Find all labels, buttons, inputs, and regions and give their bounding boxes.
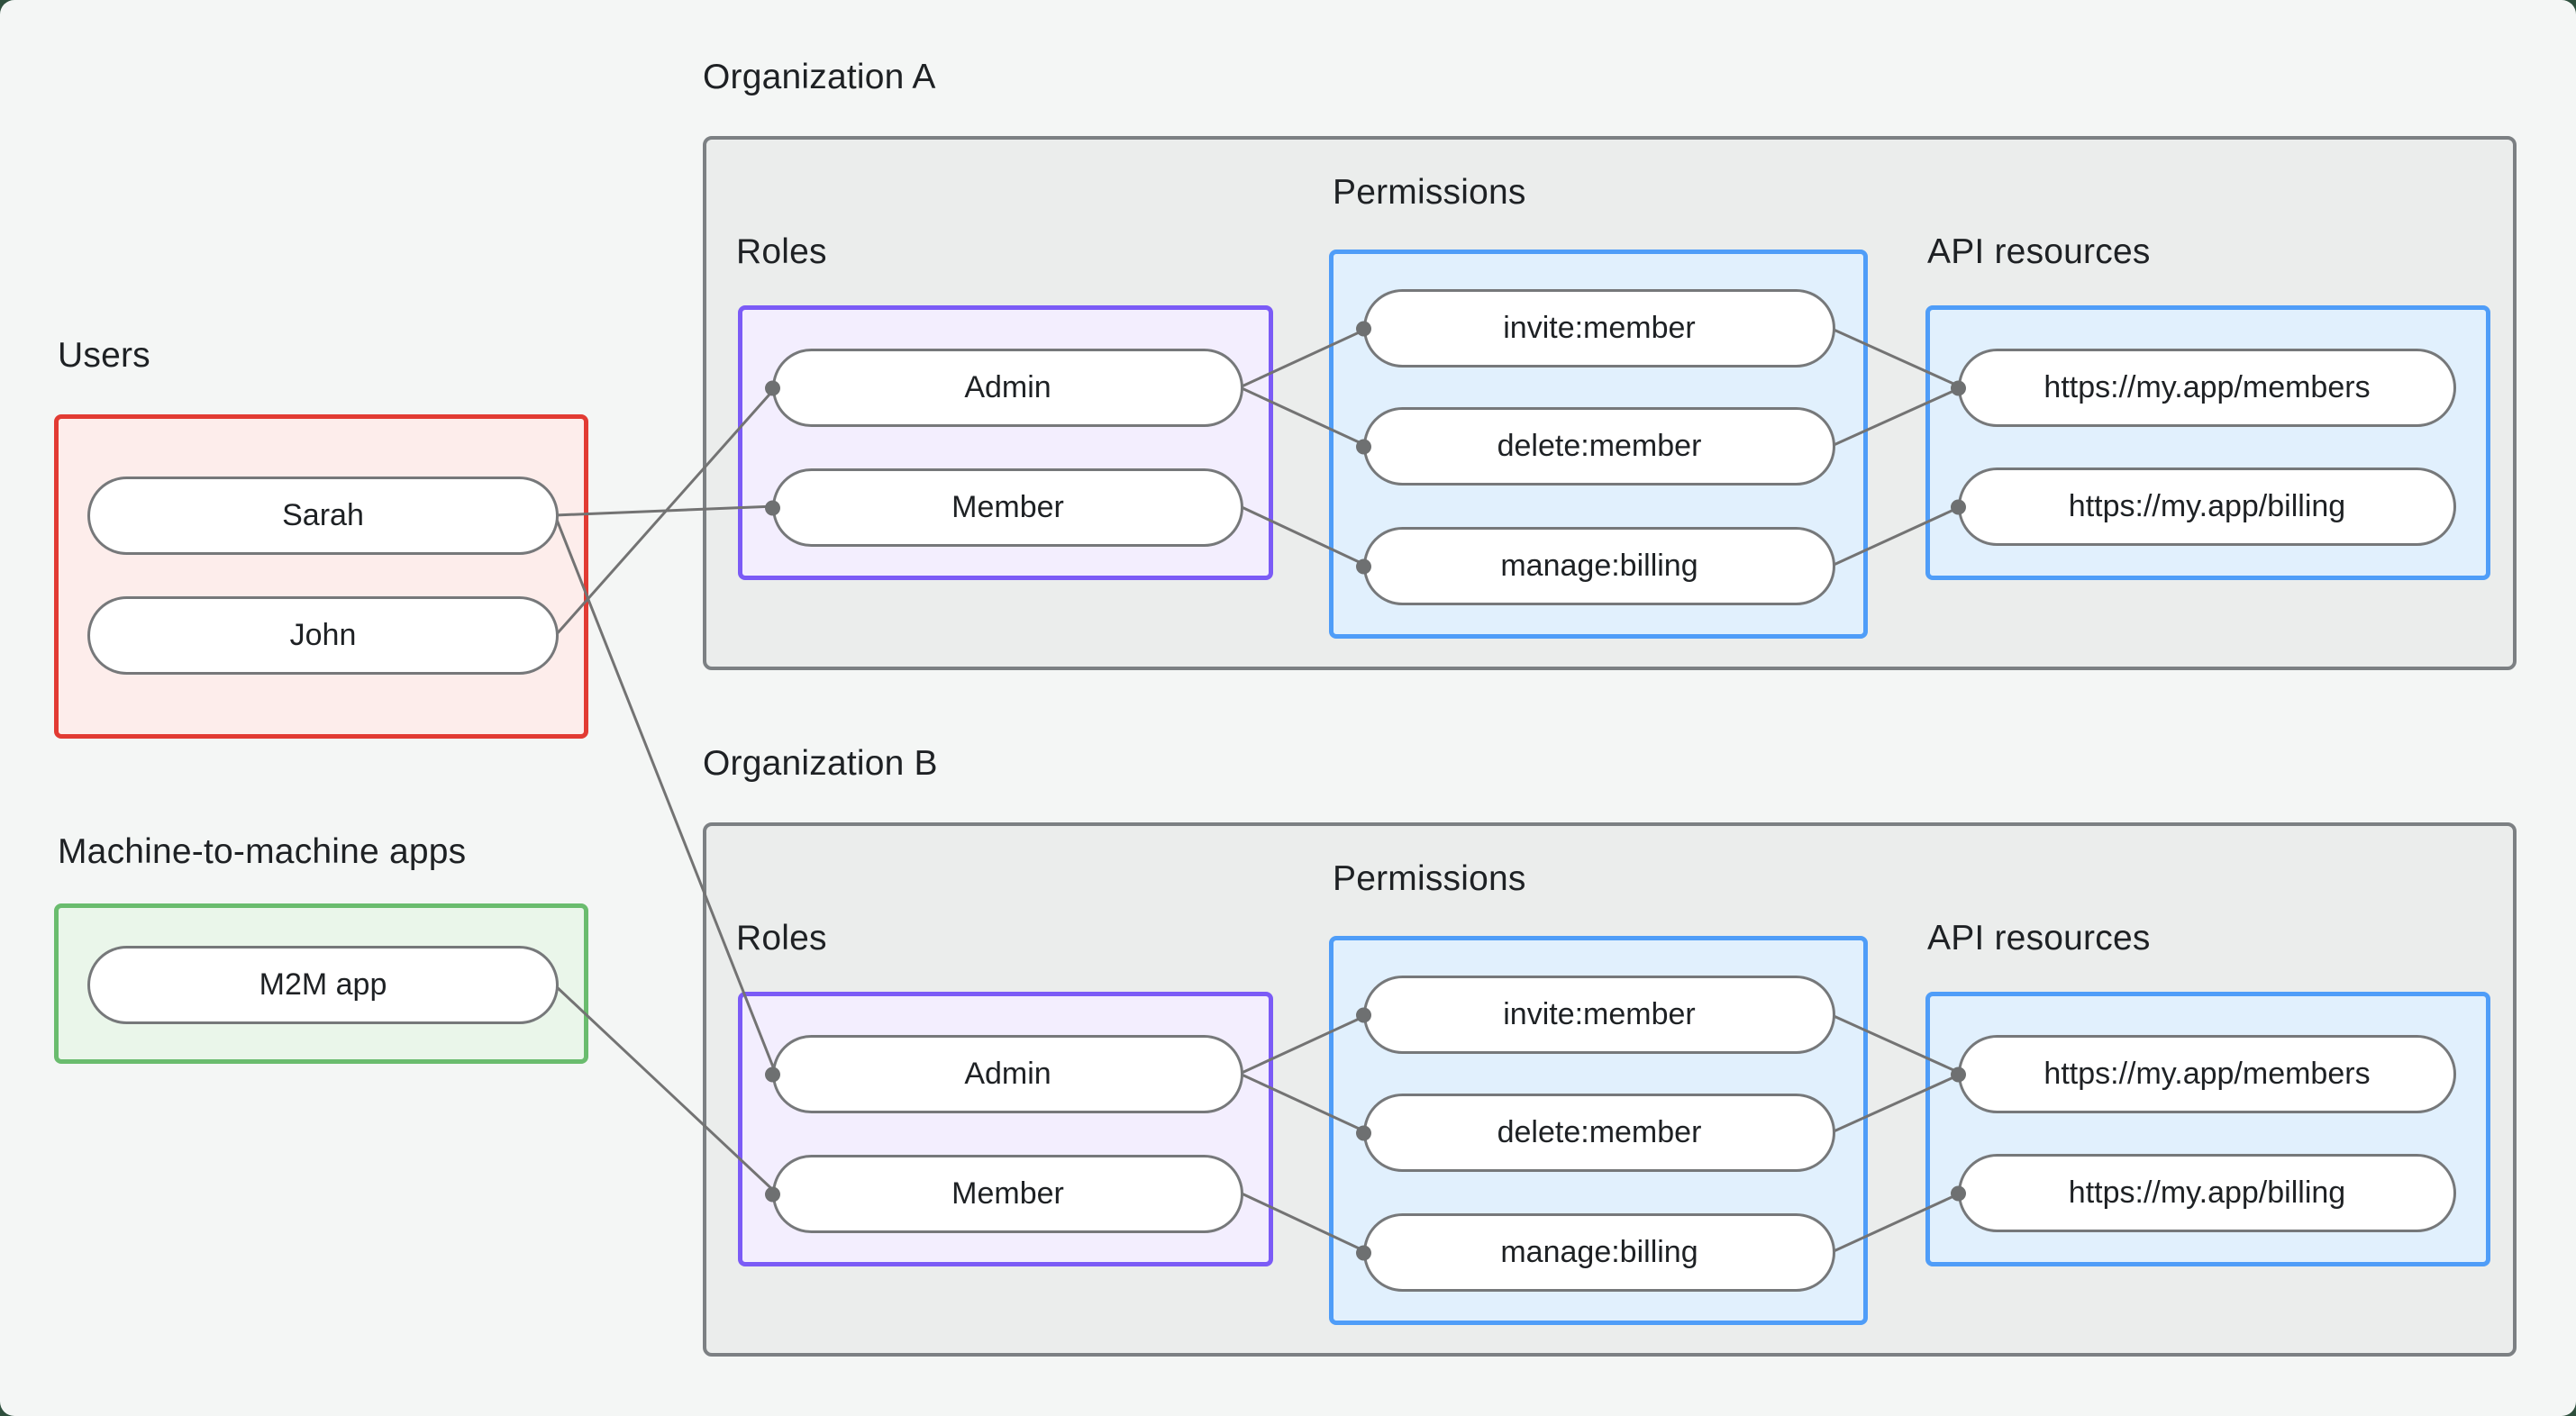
connector-dot xyxy=(1356,439,1371,454)
org-a-role-admin-label: Admin xyxy=(964,370,1051,404)
users-label: Users xyxy=(58,336,150,375)
org-b-role-admin-label: Admin xyxy=(964,1057,1051,1091)
connector-dot xyxy=(1951,1185,1966,1201)
connector-dot xyxy=(1951,380,1966,395)
org-a-api-members-label: https://my.app/members xyxy=(2044,370,2371,404)
org-b-roles-label: Roles xyxy=(736,919,827,958)
connector-dot xyxy=(1951,1067,1966,1082)
org-a-permission-invite-label: invite:member xyxy=(1503,311,1696,345)
org-b-api-members-label: https://my.app/members xyxy=(2044,1057,2371,1091)
edge-m2m-orgb-member xyxy=(553,984,778,1194)
edge-orgb-member-manage xyxy=(1239,1191,1368,1254)
org-a-permission-delete: delete:member xyxy=(1356,407,1835,486)
org-b-permissions-label: Permissions xyxy=(1333,859,1526,898)
org-b-permission-manage: manage:billing xyxy=(1356,1213,1835,1292)
edge-orga-invite-members xyxy=(1831,327,1962,389)
user-node-john-label: John xyxy=(289,618,357,652)
edge-orga-delete-members xyxy=(1831,386,1962,448)
org-a-role-admin: Admin xyxy=(765,349,1243,427)
connector-dot xyxy=(1356,321,1371,336)
org-b-permission-delete: delete:member xyxy=(1356,1094,1835,1172)
user-node-sarah-label: Sarah xyxy=(282,498,364,532)
edge-orgb-manage-billing xyxy=(1831,1191,1962,1254)
org-a-roles-label: Roles xyxy=(736,232,827,271)
connector-dot xyxy=(1356,1245,1371,1260)
connector-dot xyxy=(765,1186,780,1202)
org-b-api-billing: https://my.app/billing xyxy=(1951,1154,2456,1232)
org-a-permission-manage-label: manage:billing xyxy=(1500,549,1698,583)
m2m-node: M2M app xyxy=(87,946,559,1024)
users-group xyxy=(54,414,588,739)
org-a-permission-invite: invite:member xyxy=(1356,289,1835,368)
org-a-api-billing: https://my.app/billing xyxy=(1951,467,2456,546)
org-b-role-admin: Admin xyxy=(765,1035,1243,1113)
edge-john-orga-admin xyxy=(553,386,778,637)
org-a-permission-manage: manage:billing xyxy=(1356,527,1835,605)
org-b-api-label: API resources xyxy=(1927,919,2151,958)
org-a-title: Organization A xyxy=(703,58,936,96)
org-a-api-billing-label: https://my.app/billing xyxy=(2068,489,2346,523)
org-b-role-member: Member xyxy=(765,1155,1243,1233)
m2m-node-label: M2M app xyxy=(259,967,387,1002)
org-b-role-member-label: Member xyxy=(951,1176,1064,1211)
edge-orga-admin-invite xyxy=(1239,327,1368,389)
org-b-title: Organization B xyxy=(703,744,938,783)
edge-orga-admin-delete xyxy=(1239,386,1368,448)
connector-dot xyxy=(1356,1125,1371,1140)
user-node-sarah: Sarah xyxy=(87,477,559,555)
edge-orga-manage-billing xyxy=(1831,504,1962,567)
connector-dot xyxy=(765,1067,780,1082)
org-a-api-members: https://my.app/members xyxy=(1951,349,2456,427)
org-b-permission-invite-label: invite:member xyxy=(1503,997,1696,1031)
connector-dot xyxy=(765,380,780,395)
connector-dot xyxy=(765,500,780,515)
org-b-permission-manage-label: manage:billing xyxy=(1500,1235,1698,1269)
org-b-api-members: https://my.app/members xyxy=(1951,1035,2456,1113)
org-a-role-member-label: Member xyxy=(951,490,1064,524)
user-node-john: John xyxy=(87,596,559,675)
m2m-label: Machine-to-machine apps xyxy=(58,832,467,871)
org-a-role-member: Member xyxy=(765,468,1243,547)
connector-dot xyxy=(1356,1007,1371,1022)
edge-orga-member-manage xyxy=(1239,504,1368,567)
org-b-permission-invite: invite:member xyxy=(1356,976,1835,1054)
edge-orgb-admin-invite xyxy=(1239,1013,1368,1076)
org-a-permissions-label: Permissions xyxy=(1333,173,1526,212)
org-a-api-label: API resources xyxy=(1927,232,2151,271)
edge-orgb-admin-delete xyxy=(1239,1072,1368,1134)
org-b-permission-delete-label: delete:member xyxy=(1497,1115,1702,1149)
connector-dot xyxy=(1356,558,1371,574)
edge-sarah-orgb-admin xyxy=(553,514,778,1075)
org-b-api-billing-label: https://my.app/billing xyxy=(2068,1175,2346,1210)
connector-dot xyxy=(1951,499,1966,514)
edge-orgb-delete-members xyxy=(1831,1072,1962,1134)
edge-orgb-invite-members xyxy=(1831,1013,1962,1076)
org-a-permission-delete-label: delete:member xyxy=(1497,429,1702,463)
